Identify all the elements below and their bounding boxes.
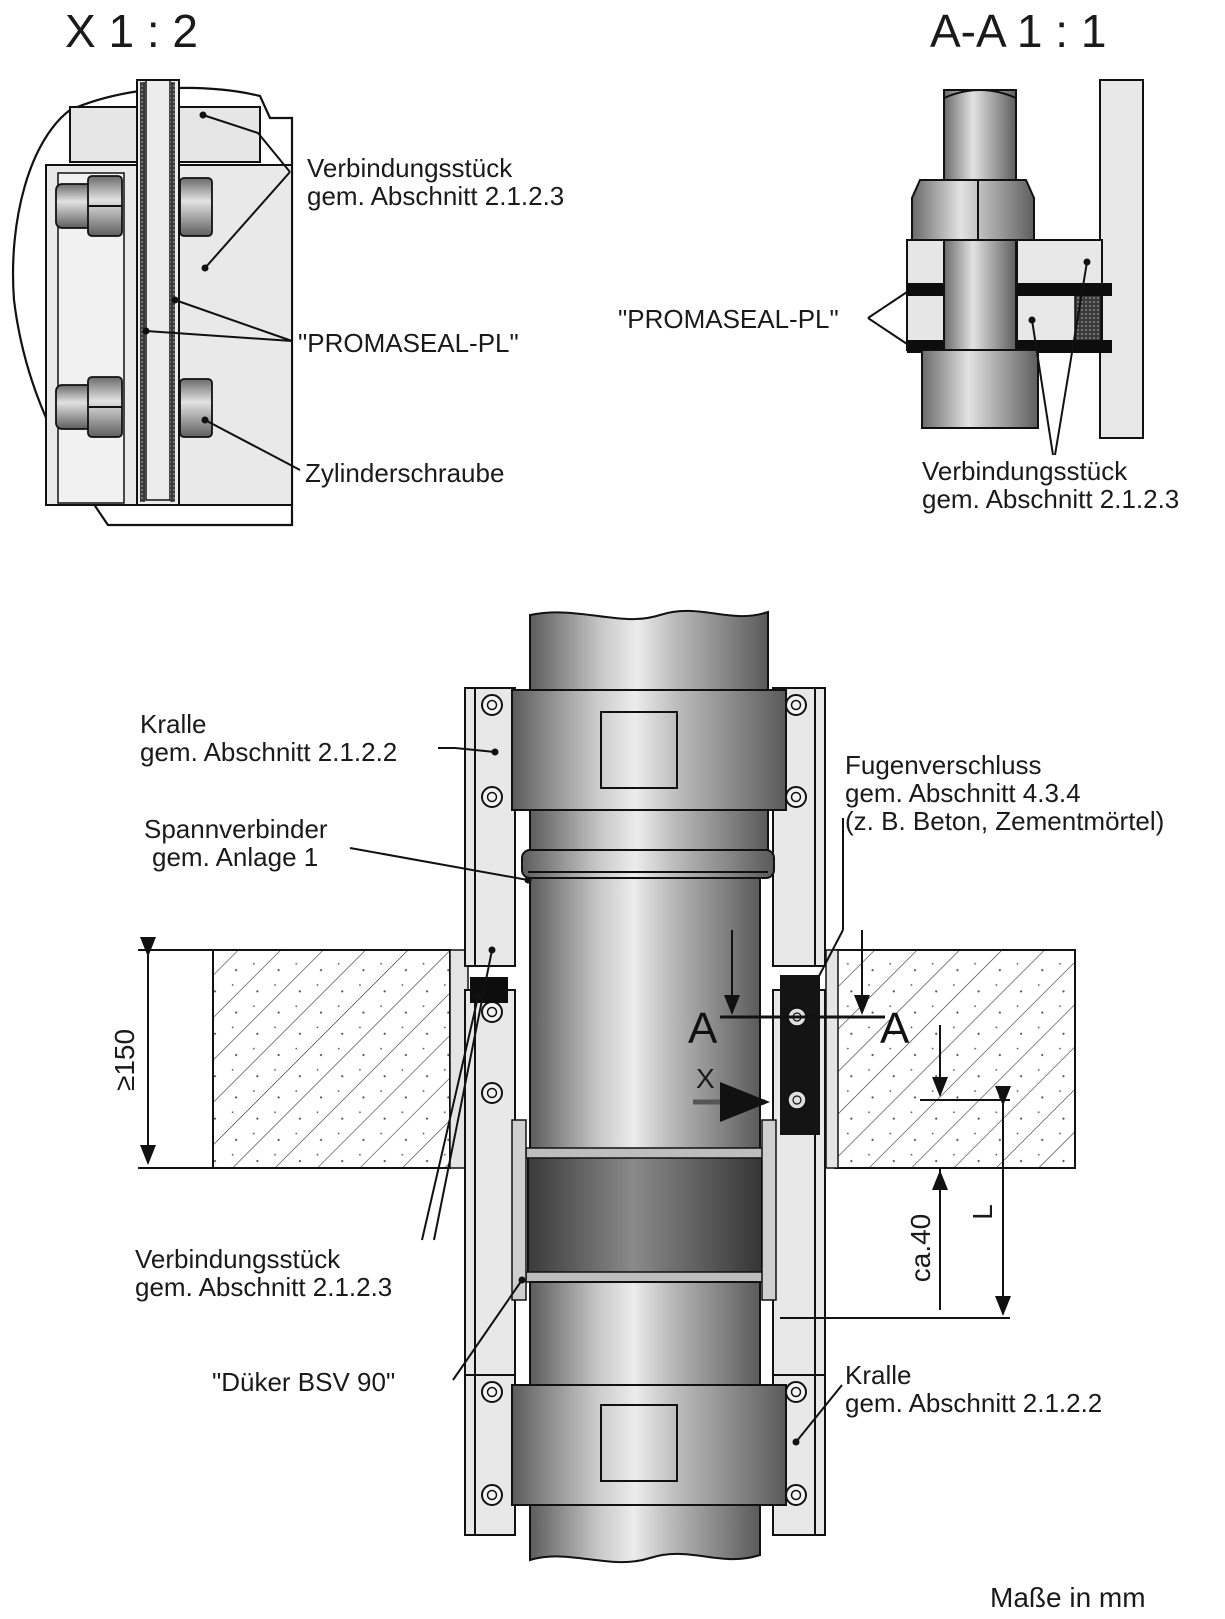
claw-bottom-label-1: Kralle [845,1360,911,1390]
section-aa-title: A-A 1 : 1 [930,5,1106,57]
section-mark-left: A [688,1004,718,1053]
dim-wall-thickness: ≥150 [109,1029,140,1091]
tension-connector-band [521,849,775,879]
main-view: A A X ≥150 ca.40 L [109,609,1164,1564]
clamp-ring-top [511,689,787,811]
claw-bottom-label-2: gem. Abschnitt 2.1.2.2 [845,1388,1102,1418]
claw-left [464,687,516,1536]
detail-x-title: X 1 : 2 [65,5,198,57]
bolt-top [55,175,213,237]
aa-bolt-head [921,349,1039,429]
section-mark-right: A [880,1004,910,1053]
connector-label-2: gem. Abschnitt 2.1.2.3 [135,1272,392,1302]
aa-vertical-plate [1099,79,1144,439]
detail-mark-x: X [696,1063,715,1094]
detail-x-connector-label-1: Verbindungsstück [307,153,513,183]
joint-label-3: (z. B. Beton, Zementmörtel) [845,806,1164,836]
detail-x-screw-label: Zylinderschraube [305,458,504,488]
promaseal-block-right [780,975,820,1135]
dueker-label: "Düker BSV 90" [212,1367,395,1397]
dueker-sleeve [527,1152,763,1276]
detail-x-seal-label: "PROMASEAL-PL" [298,328,519,358]
joint-label-1: Fugenverschluss [845,750,1042,780]
promaseal-layer-left [140,82,145,502]
dim-offset: ca.40 [905,1214,936,1283]
claw-top-label-2: gem. Abschnitt 2.1.2.2 [140,737,397,767]
joint-label-2: gem. Abschnitt 4.3.4 [845,778,1081,808]
section-aa: A-A 1 : 1 "PROMASEAL-PL" Verbindungsstüc… [618,5,1179,514]
clamp-ring-bottom [511,1384,787,1506]
dim-length: L [967,1204,998,1220]
promaseal-layer-right [170,82,175,502]
aa-nut [911,179,1035,241]
section-aa-connector-label-1: Verbindungsstück [922,456,1128,486]
wall-slab-left [212,949,451,1169]
tension-label-1: Spannverbinder [144,814,328,844]
tension-label-2: gem. Anlage 1 [152,842,318,872]
detail-x: X 1 : 2 [11,5,564,527]
section-aa-connector-label-2: gem. Abschnitt 2.1.2.3 [922,484,1179,514]
wall-slab-right [834,949,1076,1169]
bolt-bottom [55,376,213,438]
claw-top-label-1: Kralle [140,709,206,739]
joint-filler-right [825,949,839,1169]
claw-screws [481,694,807,1506]
detail-x-connector-label-2: gem. Abschnitt 2.1.2.3 [307,181,564,211]
section-aa-seal-label: "PROMASEAL-PL" [618,304,839,334]
connector-label-1: Verbindungsstück [135,1244,341,1274]
units-note: Maße in mm [990,1582,1146,1613]
